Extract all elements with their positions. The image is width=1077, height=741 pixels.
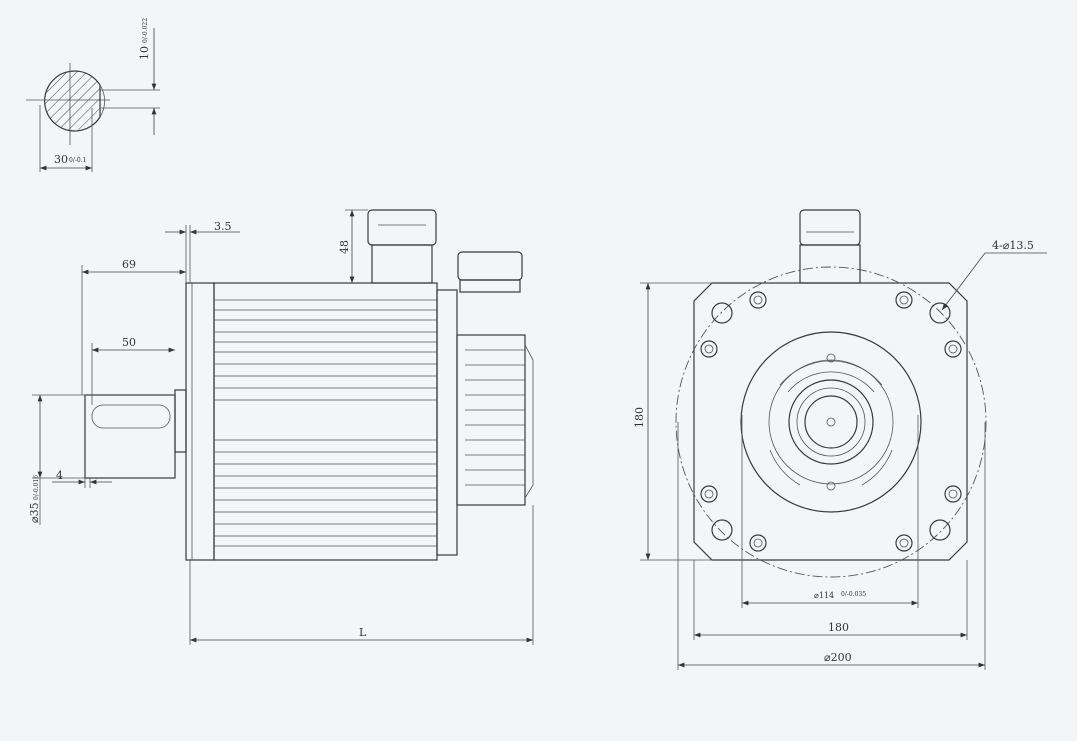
shaft-dia-label: ⌀35 bbox=[28, 502, 41, 523]
section-dia-label: 30 bbox=[54, 153, 68, 166]
shaft-dia-tolerance: 0/-0.016 bbox=[33, 475, 40, 500]
bolt-circle-label: ⌀200 bbox=[824, 651, 852, 664]
key-width-label: 10 bbox=[138, 46, 151, 60]
pilot-tolerance: 0/-0.035 bbox=[841, 591, 866, 598]
flange-width-label: 180 bbox=[828, 621, 849, 634]
mount-holes-label: 4-⌀13.5 bbox=[992, 239, 1034, 252]
flange-height-label: 180 bbox=[633, 407, 646, 428]
flange-thickness-label: 3.5 bbox=[214, 220, 232, 233]
key-width-tolerance: 0/-0.022 bbox=[142, 18, 149, 43]
key-length-label: 50 bbox=[122, 336, 136, 349]
pilot-dia-label: ⌀114 bbox=[814, 591, 834, 600]
keyway bbox=[91, 404, 171, 429]
front-view: 4-⌀13.5 180 ⌀114 0/-0.035 180 ⌀200 bbox=[633, 209, 1047, 670]
shaft-section-view: 10 0/-0.022 30 0/-0.1 bbox=[26, 18, 160, 172]
mount-holes bbox=[700, 291, 962, 552]
shaft-length-label: 69 bbox=[122, 258, 136, 271]
side-view: 3.5 69 50 48 ⌀35 0/-0.016 4 L bbox=[28, 209, 534, 645]
power-connector bbox=[371, 244, 433, 284]
key-offset-label: 4 bbox=[56, 469, 63, 482]
encoder-connector bbox=[459, 279, 521, 293]
section-dia-tolerance: 0/-0.1 bbox=[69, 157, 86, 164]
connector-height-label: 48 bbox=[338, 240, 351, 254]
body-length-label: L bbox=[359, 626, 367, 639]
